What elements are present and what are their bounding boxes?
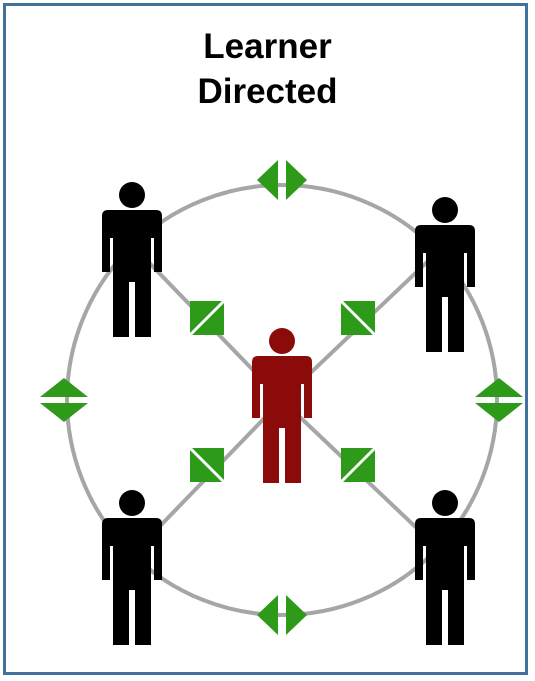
- spoke-connector-top-right: [339, 299, 377, 337]
- title-line-1: Learner: [203, 27, 332, 66]
- learner-bottom-left-icon: [102, 490, 162, 645]
- network-ring: [65, 183, 499, 617]
- ring-connector-top: [257, 160, 307, 200]
- learner-top-right-icon: [415, 197, 475, 352]
- spoke-connector-bottom-left: [188, 446, 226, 484]
- learner-center-icon: [252, 328, 312, 483]
- learner-top-left-icon: [102, 182, 162, 337]
- spoke-connector-top-left: [188, 299, 226, 337]
- title-line-2: Directed: [197, 72, 338, 111]
- spoke-connectors: [188, 299, 377, 484]
- spoke-connector-bottom-right: [339, 446, 377, 484]
- ring-connector-left: [40, 378, 88, 422]
- diagram-title: Learner Directed: [0, 24, 535, 114]
